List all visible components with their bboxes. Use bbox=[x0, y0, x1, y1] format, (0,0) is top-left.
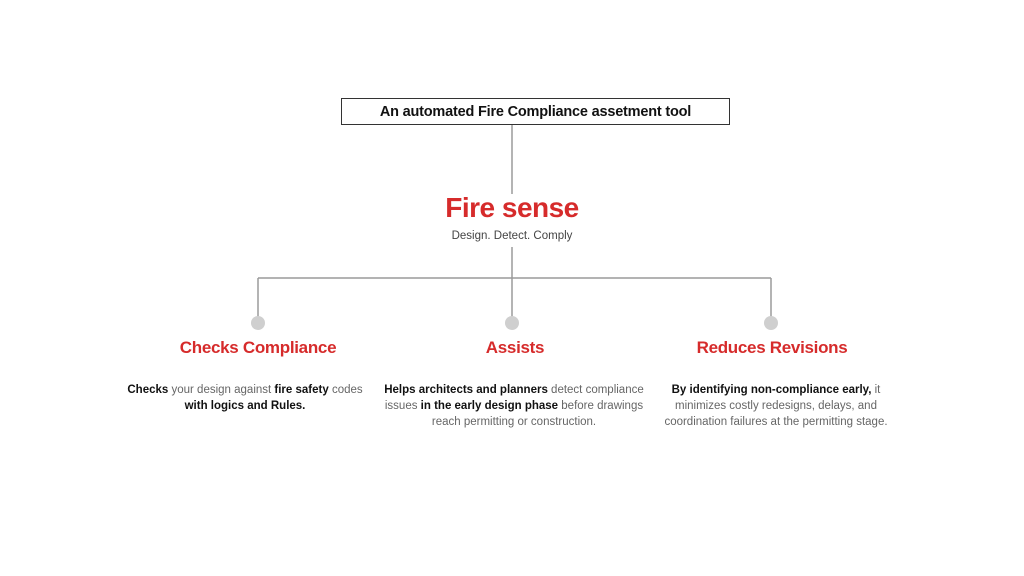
description-text: your design against bbox=[168, 384, 275, 396]
right-node-dot bbox=[764, 316, 778, 330]
center-node-dot bbox=[505, 316, 519, 330]
top-box: An automated Fire Compliance assetment t… bbox=[341, 98, 730, 125]
description-text: it minimizes costly redesigns, delays, a… bbox=[664, 384, 888, 428]
description-text: before drawings reach permitting or cons… bbox=[431, 400, 644, 428]
page-title: Fire sense bbox=[445, 192, 579, 223]
top-box-label: An automated Fire Compliance assetment t… bbox=[379, 103, 692, 120]
tagline: Design. Detect. Comply bbox=[451, 230, 573, 242]
description-emphasis: in the early design phase bbox=[420, 400, 559, 412]
description-text: detect compliance issues bbox=[384, 384, 644, 412]
description-emphasis: Helps architects and planners bbox=[384, 384, 548, 396]
column-description-assists: Helps architects and planners detect com… bbox=[384, 382, 644, 430]
description-emphasis: Checks bbox=[127, 384, 169, 396]
column-title-reduces-revisions: Reduces Revisions bbox=[696, 338, 848, 357]
left-node-dot bbox=[251, 316, 265, 330]
column-description-checks-compliance: Checks your design against fire safety c… bbox=[115, 382, 375, 414]
column-description-reduces-revisions: By identifying non-compliance early, it … bbox=[646, 382, 906, 430]
description-emphasis: with logics and Rules. bbox=[184, 400, 306, 412]
description-emphasis: fire safety bbox=[274, 384, 329, 396]
description-emphasis: By identifying non-compliance early, bbox=[671, 384, 872, 396]
column-title-checks-compliance: Checks Compliance bbox=[179, 338, 337, 357]
description-text: codes bbox=[328, 384, 363, 396]
column-title-assists: Assists bbox=[485, 338, 545, 357]
